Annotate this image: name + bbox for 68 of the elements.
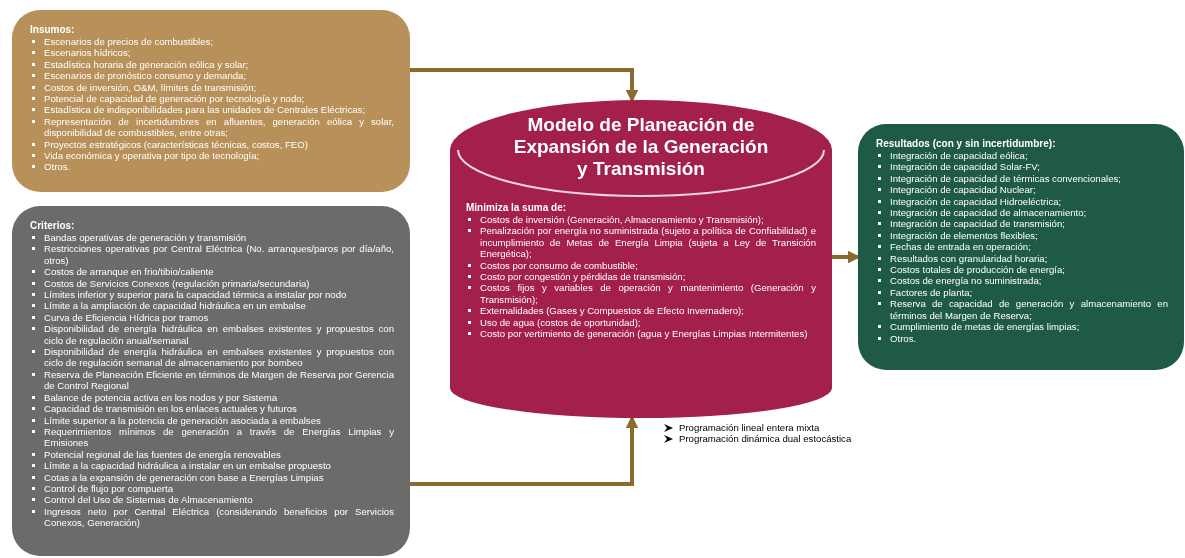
bullet-item: Factores de planta;: [890, 286, 1168, 299]
arrow: [410, 415, 639, 486]
cylinder-shape: [450, 100, 832, 418]
bullet-item: Costos de inversión, O&M, límites de transmisión;: [44, 81, 394, 94]
bullet-item: Integración de capacidad de transmisión;: [890, 218, 1168, 230]
bullet-item: Vida económica y operativa por tipo de tecnología;: [44, 150, 394, 162]
bullet-item: Potencial regional de las fuentes de energía renovables: [44, 448, 394, 461]
bullet-item: Costos de arranque en frio/tibio/caliente: [44, 266, 394, 278]
bullet-item: Balance de potencia activa en los nodos y por Sistema: [44, 391, 394, 404]
bullet-item: Límite a la ampliación de capacidad hidráulica en un embalse: [44, 300, 394, 312]
bullet-item: Curva de Eficiencia Hídrica por tramos: [44, 311, 394, 324]
heading: Criterios:: [30, 220, 76, 232]
heading: Insumos:: [30, 24, 76, 36]
bullet-item: Costo por vertimiento de generación (agua y Energías Limpias Intermitentes): [480, 328, 816, 340]
bullet-item: Programación lineal entera mixta: [679, 422, 852, 434]
bullet-item: Potencial de capacidad de generación por tecnología y nodo;: [44, 93, 394, 105]
bullet-item: Escenarios hídricos;: [44, 47, 394, 59]
bullet-item: Límite a la capacidad hidráulica a instalar en un embalse propuesto: [44, 460, 394, 472]
bullet-item: Costos totales de producción de energía;: [890, 264, 1168, 276]
bullet-item: Fechas de entrada en operación;: [890, 241, 1168, 253]
bullet-item: Cumplimiento de metas de energías limpias;: [890, 321, 1168, 333]
bullet-item: Integración de capacidad Nuclear;: [890, 184, 1168, 196]
bullet-item: Integración de elementos flexibles;: [890, 229, 1168, 242]
bullet-item: Reserva de capacidad de generación y almacenamiento en términos del Margen de Reserva;: [890, 298, 1168, 322]
bullet-item: Programación dinámica dual estocástica: [679, 433, 852, 445]
bullet-item: Restricciones operativas por Central Eléctrica (No. arranques/paros por día/año, otros): [44, 243, 394, 267]
bullet-item: Proyectos estratégicos (características técnicas, costos, FEO): [44, 138, 394, 151]
bullet-item: Disponibilidad de energía hidráulica en embalses existentes y propuestos con ciclo de regulación anual/semanal: [44, 323, 394, 347]
bullet-item: Integración de capacidad de térmicas convencionales;: [890, 172, 1168, 185]
bullet-item: Estadística horaria de generación eólica y solar;: [44, 58, 394, 71]
bullet-item: Límites inferior y superior para la capacidad térmica a instalar por nodo: [44, 289, 394, 301]
bullet-item: Costos de Servicios Conexos (regulación primaria/secundaria): [44, 277, 394, 290]
rounded-panel: [12, 206, 410, 556]
rounded-panel: [12, 10, 410, 192]
bullet-item: Penalización por energía no suministrada (sujeto a política de Confiabilidad) e incumplimiento de Metas de Energía Limpia (sujeta a Ley de Transición Energética);: [480, 225, 816, 260]
heading: Minimiza la suma de:: [466, 202, 568, 214]
bullet-item: Requerimientos mínimos de generación a través de Energías Limpias y Emisiones: [44, 425, 394, 449]
bullet-item: Externalidades (Gases y Compuestos de Efecto Invernadero);: [480, 305, 816, 317]
bullet-item: Integración de capacidad de almacenamiento;: [890, 207, 1168, 219]
bullet-item: Costos de inversión (Generación, Almacenamiento y Transmisión);: [480, 214, 816, 226]
title: Modelo de Planeación de Expansión de la Generación y Transmisión: [512, 114, 770, 180]
bullet-item: Reserva de Planeación Eficiente en términos de Margen de Reserva por Gerencia de Control Regional: [44, 368, 394, 392]
bullet-item: Costo por congestión y pérdidas de transmisión;: [480, 271, 816, 283]
bullet-item: Otros.: [890, 332, 1168, 344]
bullet-item: Disponibilidad de energía hidráulica en embalses existentes y propuestos con ciclo de regulación semanal de almacenamiento por bombeo: [44, 346, 394, 369]
bullet-item: Resultados con granularidad horaria;: [890, 252, 1168, 265]
bullet-item: Bandas operativas de generación y transmisión: [44, 232, 394, 244]
bullet-item: Capacidad de transmisión en los enlaces actuales y futuros: [44, 403, 394, 415]
bullet-item: Integración de capacidad Solar-FV;: [890, 161, 1168, 173]
bullet-item: Escenarios de pronóstico consumo y demanda;: [44, 70, 394, 82]
bullet-item: Estadística de indisponibilidades para las unidades de Centrales Eléctricas;: [44, 104, 394, 116]
bullet-item: Escenarios de precios de combustibles;: [44, 36, 394, 48]
bullet-item: Otros.: [44, 161, 394, 173]
rounded-panel: [858, 124, 1184, 370]
bullet-item: Límite superior a la potencia de generación asociada a embalses: [44, 414, 394, 426]
bullet-item: Representación de incertidumbres en afluentes, generación eólica y solar, disponibilidad de combustibles, entre otras;: [44, 115, 394, 139]
arrow: [410, 68, 639, 103]
bullet-item: Uso de agua (costos de oportunidad);: [480, 316, 816, 329]
bullet-item: Ingresos neto por Central Eléctrica (considerando beneficios por Servicios Conexos, Generación): [44, 505, 394, 529]
bullet-item: Integración de capacidad eólica;: [890, 150, 1168, 162]
bullet-item: Costos de energía no suministrada;: [890, 275, 1168, 287]
bullet-item: Costos fijos y variables de operación y mantenimiento (Generación y Transmisión);: [480, 282, 816, 306]
bullet-item: Integración de capacidad Hidroeléctrica;: [890, 195, 1168, 208]
bullet-item: Cotas a la expansión de generación con base a Energías Limpias: [44, 471, 394, 483]
bullet-item: Costos por consumo de combustible;: [480, 259, 816, 272]
bullet-item: Control de flujo por compuerta: [44, 482, 394, 495]
bullet-item: Control del Uso de Sistemas de Almacenamiento: [44, 494, 394, 506]
heading: Resultados (con y sin incertidumbre):: [876, 138, 1057, 150]
